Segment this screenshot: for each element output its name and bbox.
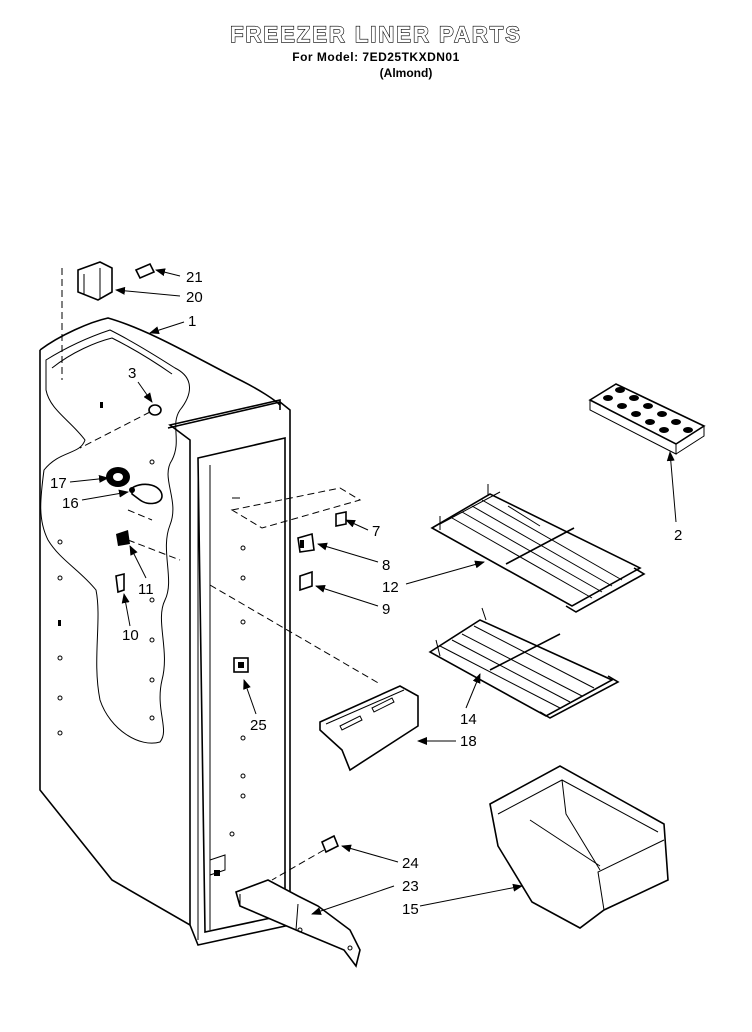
callout-2: 2 <box>674 527 682 544</box>
callout-8: 8 <box>382 557 390 574</box>
callout-labels: 21 20 1 3 17 16 11 10 7 8 12 9 14 18 25 … <box>50 269 682 918</box>
callout-10: 10 <box>122 627 139 644</box>
callout-23: 23 <box>402 878 419 895</box>
callout-15: 15 <box>402 901 419 918</box>
ice-tray-part-2 <box>588 383 706 455</box>
callout-7: 7 <box>372 523 380 540</box>
callout-16: 16 <box>62 495 79 512</box>
panel-part-7 <box>230 487 362 529</box>
callout-14: 14 <box>460 711 477 728</box>
callout-20: 20 <box>186 289 203 306</box>
support-part-23 <box>235 879 361 968</box>
liner-mounting-holes <box>57 402 246 876</box>
callout-3: 3 <box>128 365 136 382</box>
clip-part-8 <box>297 532 315 553</box>
wire-shelf-part-12 <box>430 484 646 613</box>
callout-21: 21 <box>186 269 203 286</box>
clip-part-9 <box>299 570 313 592</box>
freezer-liner <box>39 317 291 946</box>
callout-12: 12 <box>382 579 399 596</box>
plug-part-3 <box>79 404 162 449</box>
clip-part-11 <box>116 530 181 561</box>
screw-part-10 <box>115 572 125 594</box>
callout-25: 25 <box>250 717 267 734</box>
variant-label: (Almond) <box>379 66 433 80</box>
light-bulb-part-16 <box>127 483 163 521</box>
bracket-part-20 <box>61 261 113 380</box>
callout-18: 18 <box>460 733 477 750</box>
model-line: For Model: 7ED25TKXDN01 <box>292 50 460 64</box>
callout-11: 11 <box>138 581 154 598</box>
screw-part-24 <box>271 834 340 881</box>
leader-lines <box>69 268 677 915</box>
callout-1: 1 <box>188 313 196 330</box>
callout-9: 9 <box>382 601 390 618</box>
callout-24: 24 <box>402 855 419 872</box>
freezer-bin-part-15 <box>489 765 669 929</box>
callout-17: 17 <box>50 475 67 492</box>
switch-part-25 <box>233 657 249 673</box>
light-shield-part-18 <box>319 685 419 772</box>
page-title: FREEZER LINER PARTS <box>229 21 522 47</box>
light-socket-part-17 <box>106 467 130 487</box>
screw-part-21 <box>134 262 156 280</box>
wire-shelf-part-14 <box>428 607 620 719</box>
